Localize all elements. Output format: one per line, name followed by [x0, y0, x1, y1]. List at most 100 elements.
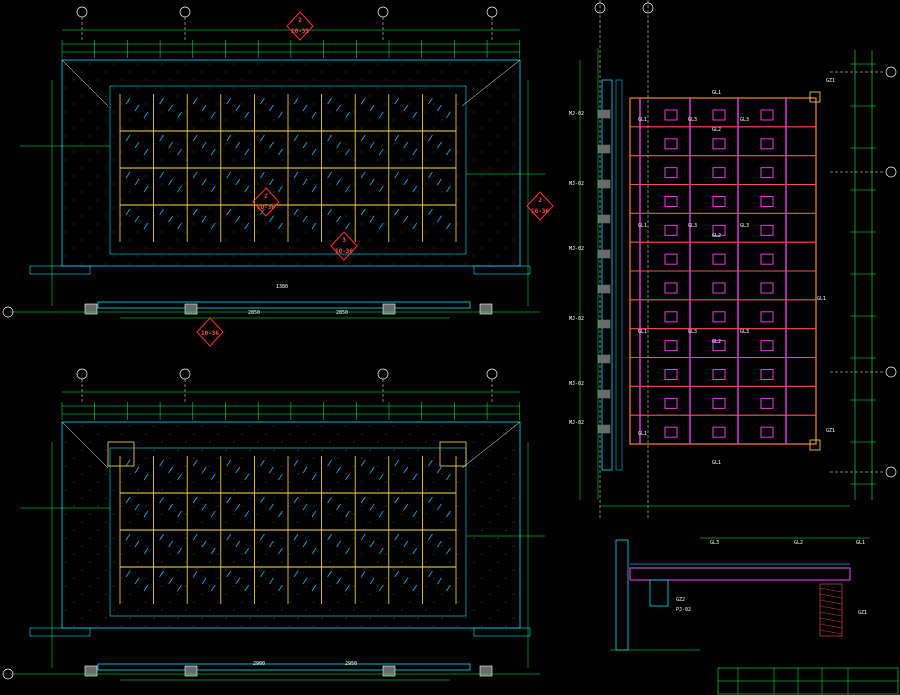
hatch-dot — [393, 593, 395, 595]
hatch-dot — [457, 481, 459, 483]
hatch-dot — [161, 441, 163, 443]
glass-mark — [143, 148, 149, 156]
glass-mark — [210, 111, 216, 119]
hatch-dot — [345, 71, 347, 73]
connector-box — [664, 224, 678, 236]
hatch-dot — [81, 71, 83, 73]
hatch-dot — [441, 71, 443, 73]
hatch-dot — [241, 199, 243, 201]
hatch-dot — [433, 175, 435, 177]
hatch-dot — [409, 151, 411, 153]
hatch-dot — [425, 111, 427, 113]
glass-mark — [143, 584, 149, 592]
hatch-dot — [217, 625, 219, 627]
hatch-dot — [225, 95, 227, 97]
hatch-dot — [233, 609, 235, 611]
glass-mark — [336, 104, 341, 112]
hatch-dot — [113, 111, 115, 113]
hatch-dot — [473, 585, 475, 587]
hatch-dot — [225, 449, 227, 451]
hatch-dot — [89, 489, 91, 491]
hatch-dot — [385, 223, 387, 225]
hatch-dot — [353, 561, 355, 563]
hatch-dot — [65, 609, 67, 611]
hatch-dot — [409, 481, 411, 483]
hatch-dot — [289, 247, 291, 249]
hatch-dot — [409, 247, 411, 249]
hatch-dot — [225, 119, 227, 121]
glass-mark — [446, 584, 451, 592]
hatch-dot — [481, 577, 483, 579]
hatch-dot — [401, 561, 403, 563]
hatch-dot — [505, 457, 507, 459]
hatch-dot — [193, 127, 195, 129]
connector-box — [664, 138, 678, 150]
glass-mark — [369, 178, 375, 186]
hatch-dot — [289, 601, 291, 603]
hatch-dot — [249, 263, 251, 265]
hatch-dot — [417, 449, 419, 451]
hatch-dot — [329, 159, 331, 161]
hatch-dot — [249, 497, 251, 499]
glass-mark — [269, 466, 274, 474]
glass-mark — [378, 584, 384, 592]
hatch-dot — [257, 87, 259, 89]
hatch-dot — [401, 537, 403, 539]
hatch-dot — [449, 183, 451, 185]
hatch-dot — [289, 175, 291, 177]
connector-box — [760, 397, 774, 409]
hatch-dot — [361, 553, 363, 555]
hatch-dot — [425, 159, 427, 161]
connector-box — [664, 196, 678, 207]
glass-mark — [403, 215, 409, 223]
hatch-dot — [169, 199, 171, 201]
hatch-dot — [513, 473, 515, 475]
hatch-dot — [441, 473, 443, 475]
hatch-dot — [177, 215, 179, 217]
hatch-dot — [225, 497, 227, 499]
hatch-dot — [361, 601, 363, 603]
hatch-dot — [217, 127, 219, 129]
hatch-dot — [145, 457, 147, 459]
hatch-dot — [273, 191, 275, 193]
hatch-dot — [425, 585, 427, 587]
connector-box — [712, 109, 726, 121]
hatch-dot — [297, 617, 299, 619]
hatch-dot — [401, 183, 403, 185]
hatch-dot — [177, 263, 179, 265]
hatch-dot — [113, 255, 115, 257]
glass-mark — [168, 141, 173, 149]
hatch-dot — [385, 553, 387, 555]
hatch-dot — [273, 521, 275, 523]
hatch-dot — [265, 199, 267, 201]
hatch-dot — [177, 473, 179, 475]
hatch-dot — [425, 63, 427, 65]
glass-mark — [143, 510, 149, 518]
hatch-dot — [105, 449, 107, 451]
connector-box — [712, 311, 726, 323]
glass-mark — [336, 178, 341, 186]
anchor-block — [597, 319, 611, 329]
hatch-dot — [313, 481, 315, 483]
hatch-dot — [457, 505, 459, 507]
glass-mark — [446, 111, 451, 119]
hatch-dot — [177, 617, 179, 619]
hatch-dot — [289, 553, 291, 555]
hatch-dot — [345, 593, 347, 595]
hatch-dot — [281, 63, 283, 65]
hatch-dot — [377, 513, 379, 515]
hatch-dot — [489, 473, 491, 475]
glass-mark — [125, 134, 131, 142]
glass-mark — [168, 178, 173, 186]
hatch-dot — [137, 135, 139, 137]
hatch-dot — [345, 617, 347, 619]
hatch-dot — [161, 183, 163, 185]
hatch-dot — [217, 103, 219, 105]
hatch-dot — [393, 95, 395, 97]
hatch-dot — [353, 537, 355, 539]
glass-mark — [311, 222, 317, 230]
hatch-dot — [489, 215, 491, 217]
hatch-dot — [105, 497, 107, 499]
hatch-dot — [281, 537, 283, 539]
hatch-dot — [353, 111, 355, 113]
